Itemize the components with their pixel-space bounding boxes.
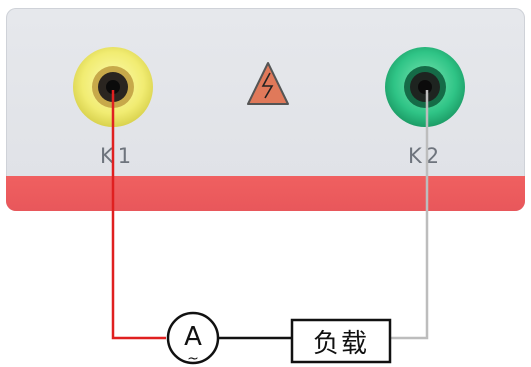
terminal-k1-label: K1	[100, 144, 136, 168]
panel-red-stripe	[6, 176, 525, 211]
load-label: 负载	[312, 328, 369, 359]
terminal-k2	[385, 47, 465, 127]
gray-wire	[390, 90, 429, 340]
red-wire	[111, 90, 166, 340]
high-voltage-warning-icon	[247, 62, 289, 105]
ammeter-label: A	[184, 322, 202, 352]
load-box	[290, 318, 392, 364]
terminal-k2-label: K2	[408, 144, 444, 168]
ammeter-ac-symbol: ~	[187, 351, 199, 367]
terminal-k1	[73, 47, 153, 127]
ammeter-circle	[166, 311, 220, 365]
ammeter: A ~	[166, 311, 220, 367]
